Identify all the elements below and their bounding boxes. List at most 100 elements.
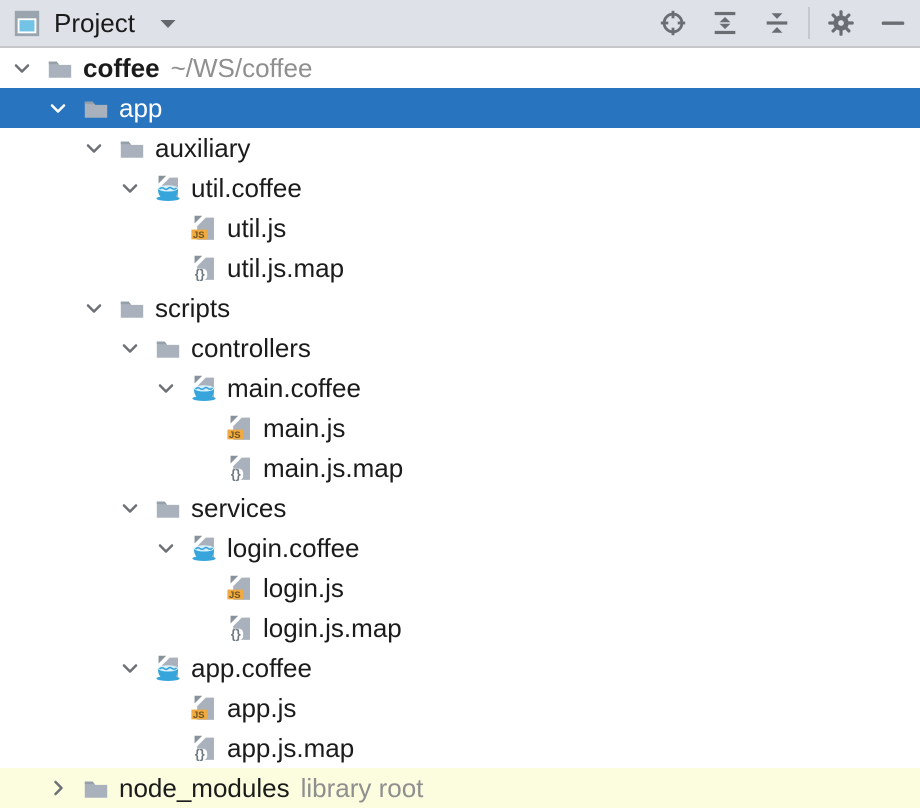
tree-row-app.js[interactable]: JS app.js [0,688,920,728]
tree-item-secondary-label: library root [300,772,424,803]
tree-item-label: login.js.map [263,613,402,643]
js-file-icon: JS [190,214,218,242]
collapse-all-icon [762,8,792,38]
sourcemap-file-icon: {} [226,614,254,642]
folder-icon [82,774,110,802]
tree-item-label: app [119,93,163,123]
tree-row-node_modules[interactable]: node_modules library root [0,768,920,808]
chevron-down-icon[interactable] [118,656,154,680]
toolbar-separator [808,7,810,39]
svg-text:{}: {} [231,467,241,482]
tree-row-main.coffee[interactable]: main.coffee [0,368,920,408]
tree-item-label: main.js [263,413,346,443]
chevron-down-icon[interactable] [118,496,154,520]
chevron-spacer [190,456,226,480]
chevron-spacer [190,576,226,600]
chevron-spacer [190,416,226,440]
tree-row-main.js[interactable]: JS main.js [0,408,920,448]
tree-row-controllers[interactable]: controllers [0,328,920,368]
tree-item-label: util.js [227,213,287,243]
tree-row-app.js.map[interactable]: {} app.js.map [0,728,920,768]
expand-all-button[interactable] [710,7,740,39]
target-icon [658,8,688,38]
tree-item-label: services [191,493,287,523]
chevron-down-icon[interactable] [157,12,179,34]
coffee-file-icon [154,174,182,202]
project-toolwindow-icon [12,7,42,39]
svg-text:JS: JS [229,430,241,441]
tree-item-label: util.coffee [191,173,302,203]
chevron-spacer [154,736,190,760]
gear-icon [826,8,856,38]
svg-text:JS: JS [229,590,241,601]
chevron-right-icon[interactable] [46,776,82,800]
tree-row-util.coffee[interactable]: util.coffee [0,168,920,208]
tree-row-login.coffee[interactable]: login.coffee [0,528,920,568]
tree-item-label: app.coffee [191,653,312,683]
hide-button[interactable] [878,7,908,39]
tree-row-util.js.map[interactable]: {}util.js.map [0,248,920,288]
tree-item-label: app.js.map [227,733,355,763]
svg-text:JS: JS [193,710,205,721]
chevron-spacer [190,616,226,640]
folder-icon [118,134,146,162]
chevron-down-icon[interactable] [118,336,154,360]
svg-text:{}: {} [231,627,241,642]
toolbar-actions [658,7,908,39]
folder-icon [154,494,182,522]
sourcemap-file-icon: {} [190,254,218,282]
tree-item-label: node_modules [119,773,290,803]
sourcemap-file-icon: {} [190,734,218,762]
coffee-file-icon [154,654,182,682]
tree-row-coffee[interactable]: coffee ~/WS/coffee [0,48,920,88]
tree-item-label: main.coffee [227,373,361,403]
tree-row-login.js.map[interactable]: {} login.js.map [0,608,920,648]
collapse-all-button[interactable] [762,7,792,39]
tree-row-app[interactable]: app [0,88,920,128]
tree-row-scripts[interactable]: scripts [0,288,920,328]
folder-icon [82,94,110,122]
chevron-spacer [154,216,190,240]
minimize-icon [878,8,908,38]
tree-row-main.js.map[interactable]: {} main.js.map [0,448,920,488]
tree-item-label: coffee [83,53,160,83]
coffee-file-icon [190,374,218,402]
tree-item-label: login.coffee [227,533,360,563]
expand-all-icon [710,8,740,38]
tree-item-label: scripts [155,293,231,323]
coffee-file-icon [190,534,218,562]
tree-row-services[interactable]: services [0,488,920,528]
project-toolbar: Project [0,0,920,48]
tree-item-label: main.js.map [263,453,404,483]
folder-icon [118,294,146,322]
tree-row-app.coffee[interactable]: app.coffee [0,648,920,688]
tree-row-auxiliary[interactable]: auxiliary [0,128,920,168]
tree-item-secondary-label: ~/WS/coffee [170,52,313,83]
chevron-down-icon[interactable] [46,96,82,120]
chevron-down-icon[interactable] [10,56,46,80]
tree-item-label: app.js [227,693,297,723]
chevron-down-icon[interactable] [154,376,190,400]
folder-icon [46,54,74,82]
chevron-down-icon[interactable] [154,536,190,560]
svg-text:{}: {} [195,747,205,762]
tree-item-label: auxiliary [155,133,251,163]
svg-text:{}: {} [195,267,205,282]
tree-row-util.js[interactable]: JS util.js [0,208,920,248]
folder-icon [154,334,182,362]
chevron-down-icon[interactable] [82,136,118,160]
tree-item-label: controllers [191,333,311,363]
locate-file-button[interactable] [658,7,688,39]
toolwindow-title[interactable]: Project [54,7,135,38]
chevron-down-icon[interactable] [118,176,154,200]
sourcemap-file-icon: {} [226,454,254,482]
js-file-icon: JS [226,574,254,602]
toolwindow-header: Project [12,7,179,39]
js-file-icon: JS [190,694,218,722]
chevron-down-icon[interactable] [82,296,118,320]
chevron-spacer [154,256,190,280]
settings-button[interactable] [826,7,856,39]
